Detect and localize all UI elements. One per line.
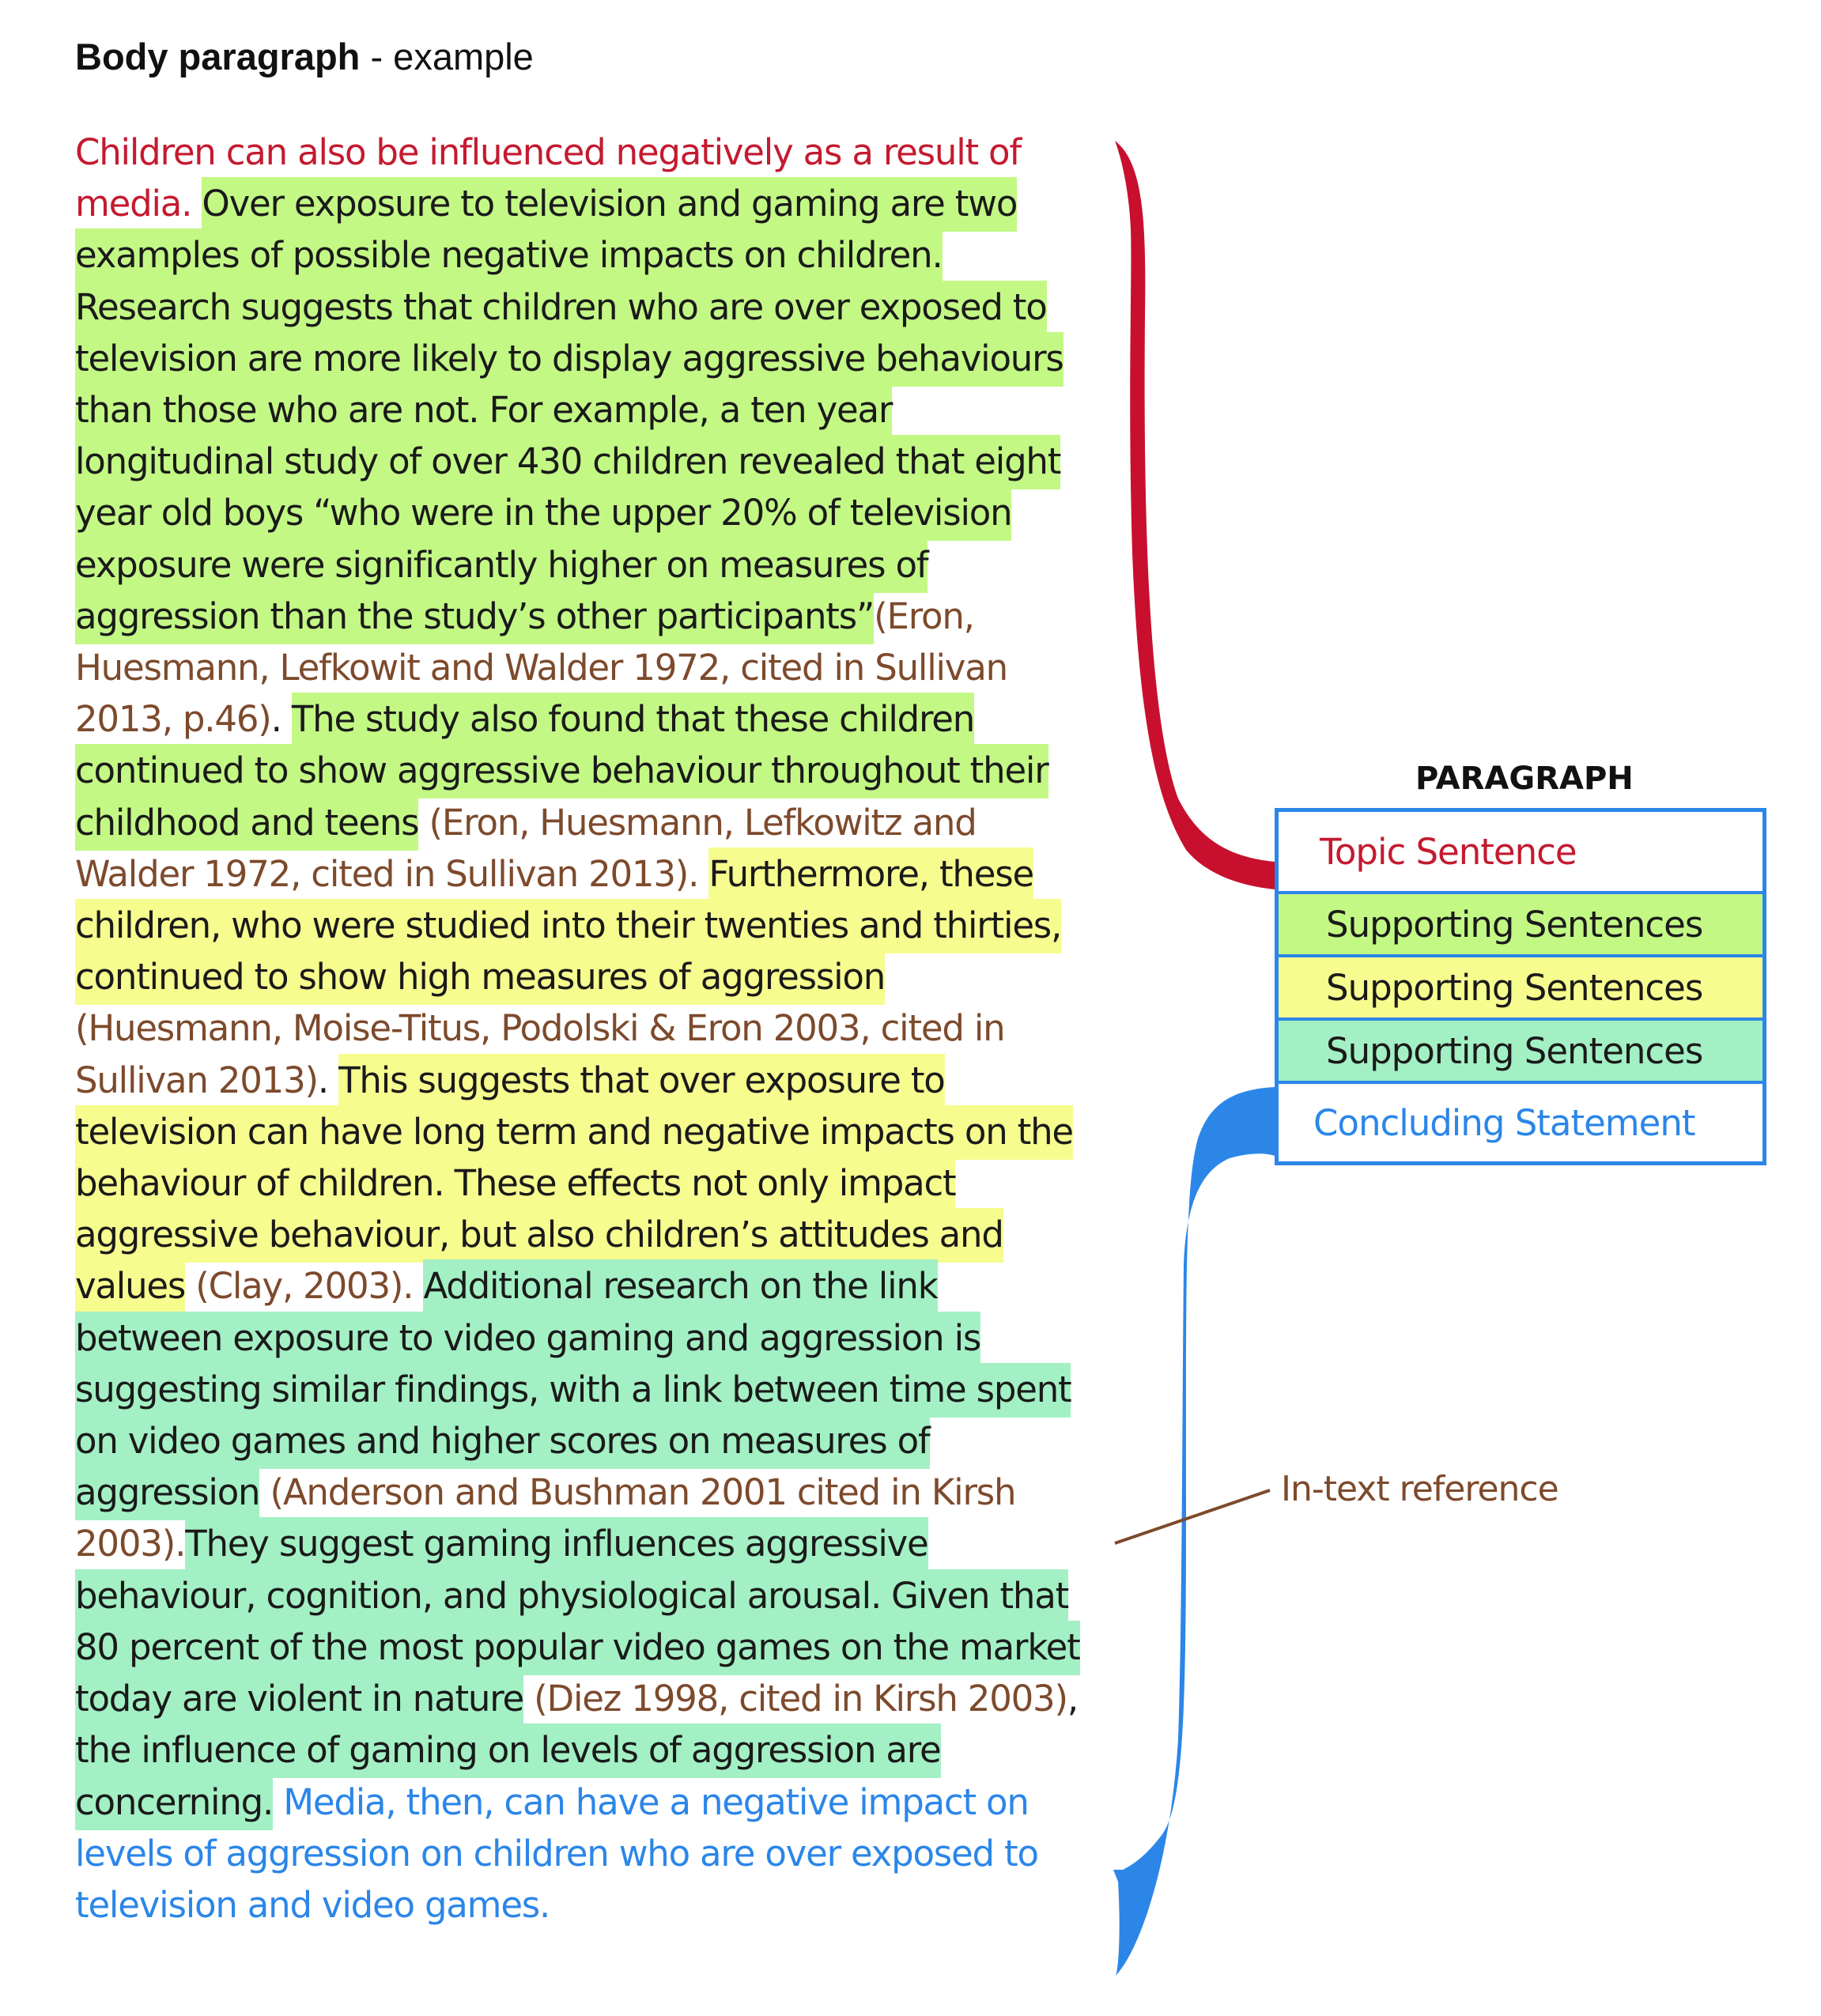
supporting-text-1: Over exposure to television and gaming a… — [75, 177, 1064, 644]
in-text-reference-5: (Anderson and Bushman 2001 cited in Kirs… — [75, 1471, 1017, 1565]
legend-title: PARAGRAPH — [1415, 761, 1634, 797]
in-text-reference-1: (Eron, Huesmann, Lefkowit and Walder 197… — [75, 595, 1008, 741]
title-rest: - example — [360, 36, 534, 77]
topic-brace — [1115, 141, 1275, 889]
supporting-text-6: They suggest gaming influences aggressiv… — [75, 1517, 1081, 1727]
page-title: Body paragraph - example — [75, 32, 534, 82]
in-text-reference-label: In-text reference — [1281, 1469, 1559, 1509]
in-text-reference-6: (Diez 1998, cited in Kirsh 2003) — [534, 1678, 1068, 1720]
legend-topic-sentence: Topic Sentence — [1320, 830, 1577, 873]
legend-supporting-sentences-green: Supporting Sentences — [1279, 894, 1762, 954]
legend-divider — [1279, 954, 1762, 957]
legend-divider — [1279, 891, 1762, 894]
in-text-reference-3: (Huesmann, Moise-Titus, Podolski & Eron … — [75, 1007, 1006, 1101]
in-text-reference-4: (Clay, 2003). — [195, 1265, 414, 1308]
in-text-reference-2: (Eron, Huesmann, Lefkowitz and Walder 19… — [75, 801, 977, 895]
concluding-statement: Media, then, can have a negative impact … — [75, 1780, 1039, 1926]
topic-sentence: Children can also be influenced negative… — [75, 131, 1022, 225]
paragraph-structure-legend: Topic Sentence Supporting Sentences Supp… — [1275, 808, 1766, 1165]
legend-divider — [1279, 1017, 1762, 1021]
legend-divider — [1279, 1081, 1762, 1084]
concluding-brace — [1113, 1087, 1275, 1976]
title-bold: Body paragraph — [75, 36, 361, 77]
legend-supporting-sentences-teal: Supporting Sentences — [1279, 1021, 1762, 1081]
example-paragraph: Children can also be influenced negative… — [75, 126, 1091, 1931]
in-text-reference-pointer — [1114, 1489, 1271, 1545]
supporting-text-5: Additional research on the link between … — [75, 1259, 1072, 1521]
legend-concluding-statement: Concluding Statement — [1313, 1101, 1696, 1144]
legend-supporting-sentences-yellow: Supporting Sentences — [1279, 957, 1762, 1017]
